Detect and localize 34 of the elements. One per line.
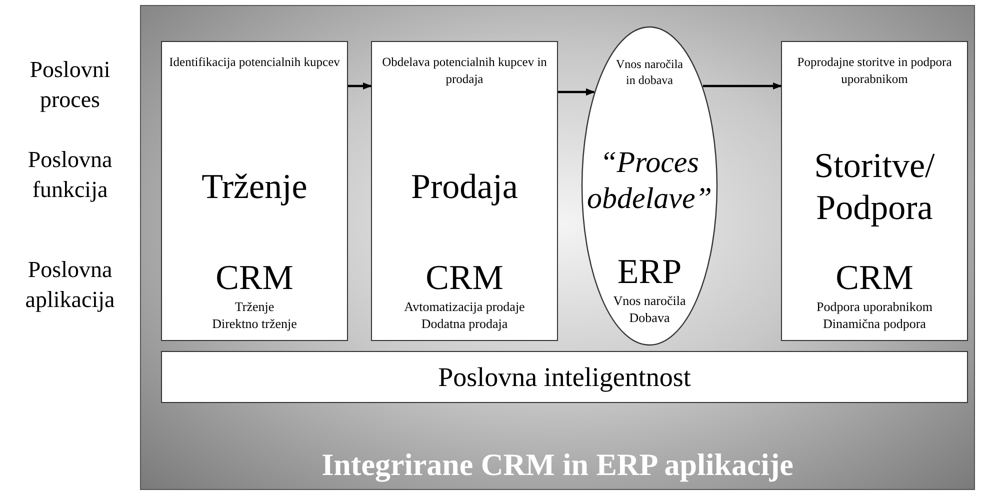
- arrow: [558, 88, 595, 96]
- arrow: [702, 82, 782, 90]
- application-label: CRM: [836, 259, 914, 298]
- application-label: CRM: [426, 259, 504, 298]
- integration-panel: [140, 5, 975, 490]
- row-label: Poslovna funkcija: [26, 146, 114, 204]
- feature-label: Dodatna prodaja: [421, 315, 508, 333]
- feature-label: Avtomatizacija prodaje: [404, 298, 525, 316]
- function-label: Prodaja: [411, 166, 518, 208]
- application-label: ERP: [617, 253, 682, 292]
- panel-title: Integrirane CRM in ERP aplikacije: [320, 447, 794, 483]
- process-column: [371, 41, 558, 341]
- arrow: [348, 82, 372, 90]
- process-ellipse: [581, 26, 718, 346]
- process-label: Identifikacija potencialnih kupcev: [168, 54, 341, 71]
- row-label: Poslovna aplikacija: [24, 256, 116, 314]
- feature-label: Podpora uporabnikom: [816, 298, 932, 316]
- process-label: Poprodajne storitve in podpora uporabnikom: [796, 54, 953, 88]
- layer-bar: [161, 351, 968, 403]
- feature-label: Dinamična podpora: [823, 315, 926, 333]
- feature-label: Dobava: [629, 309, 670, 327]
- function-label: “Proces obdelave”: [586, 144, 713, 216]
- process-column: [781, 41, 968, 341]
- process-column: [161, 41, 348, 341]
- row-label: Poslovni proces: [28, 56, 112, 114]
- function-label: Trženje: [202, 166, 308, 208]
- application-label: CRM: [216, 259, 294, 298]
- layer-label: Poslovna inteligentnost: [438, 362, 691, 392]
- feature-label: Direktno trženje: [212, 315, 297, 333]
- feature-label: Trženje: [234, 298, 274, 316]
- process-label: Obdelava potencialnih kupcev in prodaja: [381, 54, 548, 88]
- feature-label: Vnos naročila: [613, 292, 686, 310]
- function-label: Storitve/ Podpora: [813, 144, 936, 228]
- process-label: Vnos naročila in dobava: [615, 56, 684, 90]
